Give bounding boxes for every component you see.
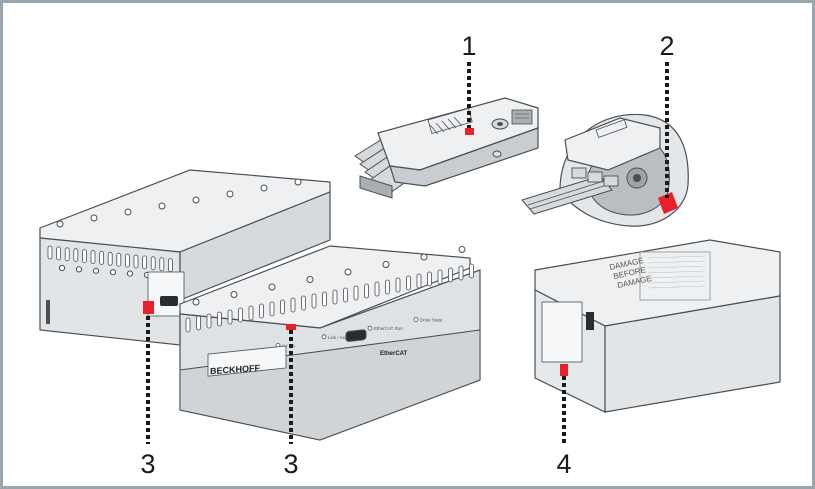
screw <box>344 268 352 276</box>
screw <box>90 214 98 222</box>
vent-slot <box>458 265 464 281</box>
screw <box>230 291 238 298</box>
ethercat-logo: EtherCAT <box>380 351 408 357</box>
vent-slot <box>206 313 212 329</box>
screw <box>268 283 276 291</box>
callout-2: 2 <box>659 31 674 61</box>
vent-slot <box>259 303 264 319</box>
screw <box>420 253 428 261</box>
screw <box>192 196 200 204</box>
vent-slot <box>311 293 317 309</box>
screw <box>458 246 466 253</box>
screw <box>124 208 132 216</box>
vent-slot <box>227 309 233 325</box>
vent-slot <box>290 297 296 313</box>
status-led <box>321 334 327 340</box>
vent-slot <box>343 287 348 303</box>
vent-slot <box>301 295 306 311</box>
label-marker-1 <box>465 128 474 135</box>
vent-slot <box>332 289 338 305</box>
vent-slot <box>416 273 422 289</box>
plug-connector <box>354 97 539 199</box>
screw <box>126 270 134 277</box>
vent-slot <box>196 315 201 331</box>
screw <box>192 298 200 306</box>
vent-slot <box>150 256 156 271</box>
screw <box>109 269 117 276</box>
vent-slot <box>47 245 53 260</box>
label-marker-2 <box>658 192 678 214</box>
vent-slot <box>185 317 191 333</box>
vent-slot <box>159 257 165 272</box>
vent-slot <box>364 283 369 299</box>
leader-lines <box>146 62 669 444</box>
status-led <box>367 325 373 331</box>
led-label: Drive State <box>420 318 443 323</box>
vent-slot <box>469 263 474 279</box>
vent-slot <box>269 301 275 317</box>
screw <box>294 178 302 186</box>
screw <box>58 264 66 272</box>
led-label: EtherCAT Run <box>374 326 403 331</box>
screw <box>260 184 268 192</box>
led-label: V / 4 A <box>282 343 295 348</box>
vent-slot <box>56 246 61 261</box>
status-led <box>413 317 419 323</box>
vent-slot <box>238 307 243 323</box>
vent-slot <box>64 247 70 262</box>
vent-slot <box>448 267 453 283</box>
vent-slot <box>427 271 432 287</box>
vent-slot <box>167 258 173 273</box>
screw <box>92 267 100 274</box>
vent-slot <box>385 279 390 295</box>
callout-3-left: 3 <box>140 449 155 479</box>
led-label: Link / Act <box>328 335 347 340</box>
screw <box>75 266 83 273</box>
vent-slot <box>133 254 139 269</box>
vent-slot <box>437 269 443 285</box>
vent-slot <box>395 277 401 293</box>
screw <box>56 220 64 228</box>
vent-slot <box>142 255 148 270</box>
callout-3-center: 3 <box>283 449 298 479</box>
vent-slot <box>73 248 79 263</box>
vent-slot <box>406 275 411 291</box>
vent-slot <box>217 311 222 327</box>
label-marker-3b <box>286 324 296 330</box>
screw <box>158 202 166 210</box>
vent-slot <box>107 251 113 266</box>
vent-slot <box>322 291 327 307</box>
label-marker-3a <box>143 301 154 314</box>
vent-slot <box>125 253 130 268</box>
vent-slot <box>90 250 96 264</box>
screw <box>382 261 390 268</box>
vent-slot <box>82 249 87 264</box>
callout-4: 4 <box>556 449 571 479</box>
vent-slot <box>353 285 359 301</box>
vent-slot <box>99 250 104 265</box>
vent-slot <box>248 305 254 321</box>
label-marker-4 <box>560 364 568 376</box>
screw <box>306 276 314 283</box>
vent-slot <box>374 281 380 297</box>
callout-1: 1 <box>461 31 476 61</box>
vent-slot <box>116 252 122 267</box>
screw <box>226 190 234 198</box>
brand-label: BECKHOFF <box>210 363 260 377</box>
cable-connector <box>521 113 689 227</box>
vent-slot <box>280 299 285 315</box>
servo-terminal-rear <box>39 169 331 346</box>
